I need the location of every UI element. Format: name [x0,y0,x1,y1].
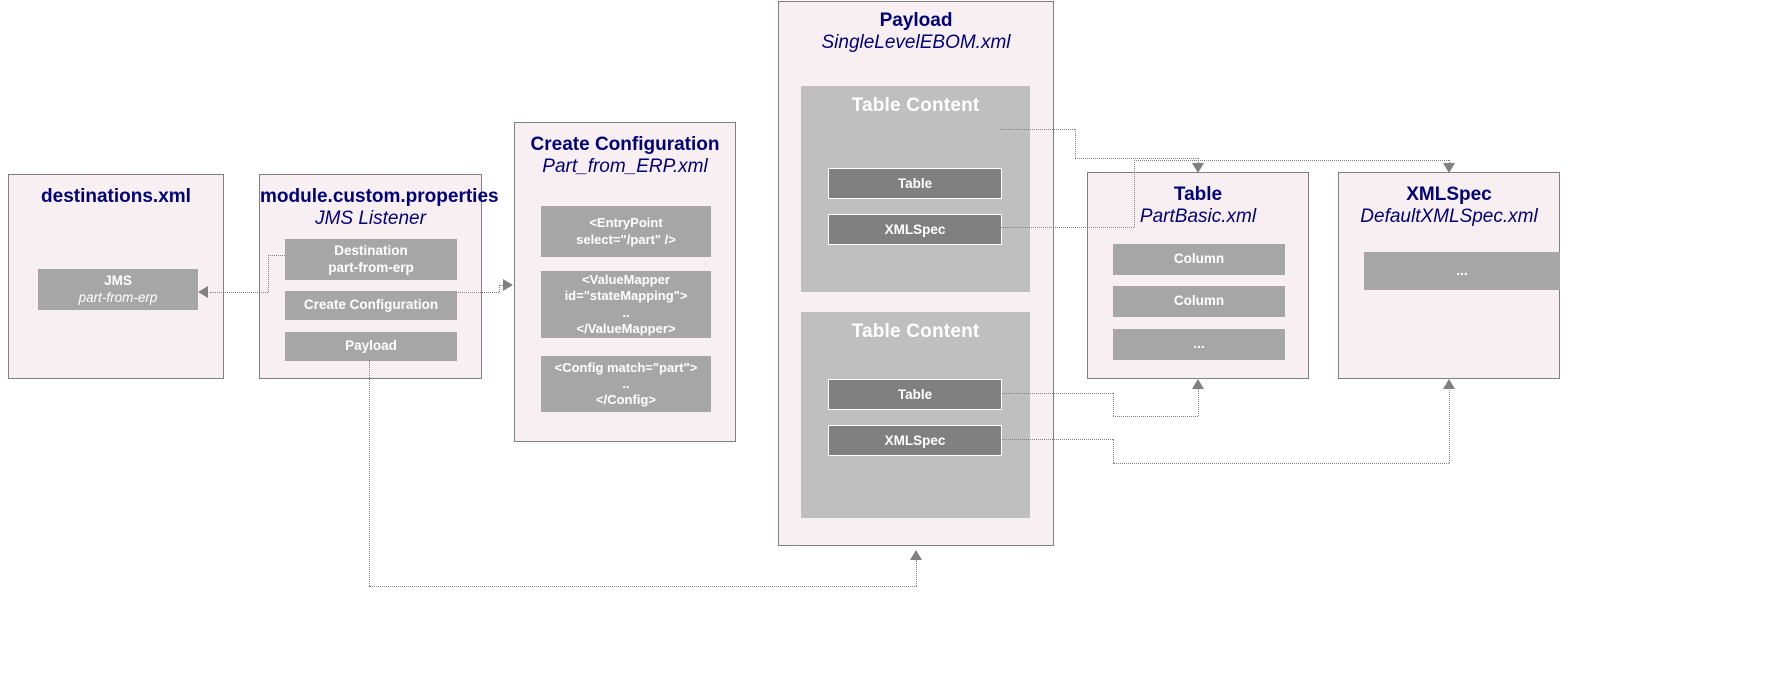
create-configuration-title: Create Configuration [530,134,720,155]
destination-chip-line1: Destination [334,242,408,258]
module-custom-properties-subtitle: JMS Listener [315,208,426,230]
table-content-1-table-chip: Table [828,168,1002,199]
entrypoint-snippet-text: <EntryPoint select="/part" /> [576,215,676,247]
connector-createconfig-seg3 [499,285,505,286]
xmlspec-row-chip-ellipsis: ... [1364,252,1560,290]
payload-title: Payload [879,10,953,31]
create-configuration-chip-label: Create Configuration [303,297,439,313]
table-content-2-title: Table Content [851,321,980,342]
connector-tc2-table-seg4 [1198,388,1199,416]
connector-tc1-xmlspec-arrowhead [1443,163,1455,173]
connector-tc2-table-seg1 [1000,393,1113,394]
valuemapper-snippet-chip: <ValueMapper id="stateMapping"> .. </Val… [541,271,711,338]
table-content-2-xmlspec-label: XMLSpec [884,433,946,448]
connector-payload-arrowhead [910,550,922,560]
connector-createconfig-seg1 [456,292,499,293]
connector-tc2-table-seg2 [1113,393,1114,416]
create-configuration-box: Create Configuration Part_from_ERP.xml <… [514,122,736,442]
table-content-1-xmlspec-label: XMLSpec [884,222,946,237]
jms-chip-line1: JMS [104,272,132,288]
table-content-1-xmlspec-chip: XMLSpec [828,214,1002,245]
connector-tc1-table-seg2 [1075,129,1076,158]
connector-tc2-table-seg3 [1113,416,1198,417]
connector-tc1-table-arrowhead [1192,163,1204,173]
table-content-panel-1: Table Content Table XMLSpec [801,86,1030,292]
connector-tc2-xmlspec-seg4 [1449,388,1450,463]
xmlspec-default-subtitle: DefaultXMLSpec.xml [1360,206,1538,228]
connector-tc2-xmlspec-seg2 [1113,439,1114,463]
connector-tc2-xmlspec-seg3 [1113,463,1449,464]
connector-createconfig-seg2 [499,285,500,292]
connector-tc2-xmlspec-seg1 [1000,439,1113,440]
module-custom-properties-title: module.custom.properties [260,186,499,207]
table-partbasic-title: Table [1173,184,1223,205]
create-configuration-chip: Create Configuration [285,291,457,320]
table-column-label-1: Column [1173,251,1225,267]
connector-tc1-table-seg1 [1000,129,1075,130]
table-content-1-title: Table Content [851,95,980,116]
connector-destination-to-jms-seg2 [268,255,269,292]
destinations-xml-box: destinations.xml JMS part-from-erp [8,174,224,379]
table-content-1-table-label: Table [897,176,933,191]
xmlspec-default-box: XMLSpec DefaultXMLSpec.xml ... [1338,172,1560,379]
connector-createconfig-arrowhead [503,279,513,291]
config-snippet-chip: <Config match="part"> .. </Config> [541,356,711,412]
table-partbasic-box: Table PartBasic.xml Column Column ... [1087,172,1309,379]
table-column-chip-2: Column [1113,286,1285,317]
destination-chip: Destination part-from-erp [285,239,457,280]
connector-tc2-table-arrowhead [1192,379,1204,389]
connector-tc2-xmlspec-arrowhead [1443,379,1455,389]
jms-chip: JMS part-from-erp [38,269,198,310]
connector-destination-to-jms-seg1 [268,255,285,256]
connector-tc1-xmlspec-seg1 [1000,227,1134,228]
connector-tc1-xmlspec-seg2 [1134,160,1135,227]
entrypoint-snippet-chip: <EntryPoint select="/part" /> [541,206,711,257]
module-custom-properties-box: module.custom.properties JMS Listener De… [259,174,499,379]
connector-payload-seg3 [916,560,917,586]
destinations-xml-title: destinations.xml [41,186,191,207]
connector-payload-seg2 [369,586,917,587]
table-column-chip-1: Column [1113,244,1285,275]
table-column-label-ellipsis: ... [1193,336,1205,352]
payload-chip: Payload [285,332,457,361]
table-content-2-table-chip: Table [828,379,1002,410]
create-configuration-subtitle: Part_from_ERP.xml [542,156,708,178]
xmlspec-default-title: XMLSpec [1406,184,1492,205]
destination-chip-line2: part-from-erp [328,259,414,275]
table-content-2-table-label: Table [897,387,933,402]
connector-destination-to-jms-arrowhead [198,286,208,298]
payload-subtitle: SingleLevelEBOM.xml [821,32,1011,54]
table-content-2-xmlspec-chip: XMLSpec [828,425,1002,456]
table-column-chip-ellipsis: ... [1113,329,1285,360]
connector-tc1-xmlspec-seg3 [1134,160,1449,161]
xmlspec-row-label-ellipsis: ... [1456,262,1468,278]
jms-chip-line2: part-from-erp [78,289,158,305]
table-content-panel-2: Table Content Table XMLSpec [801,312,1030,518]
connector-tc1-table-seg3 [1075,158,1198,159]
table-partbasic-subtitle: PartBasic.xml [1139,206,1257,228]
payload-box: Payload SingleLevelEBOM.xml Table Conten… [778,1,1054,546]
payload-chip-label: Payload [345,338,397,354]
connector-destination-to-jms-seg3 [210,292,268,293]
connector-payload-seg1 [369,360,370,586]
valuemapper-snippet-text: <ValueMapper id="stateMapping"> .. </Val… [564,272,688,336]
table-column-label-2: Column [1173,293,1225,309]
config-snippet-text: <Config match="part"> .. </Config> [554,359,698,408]
